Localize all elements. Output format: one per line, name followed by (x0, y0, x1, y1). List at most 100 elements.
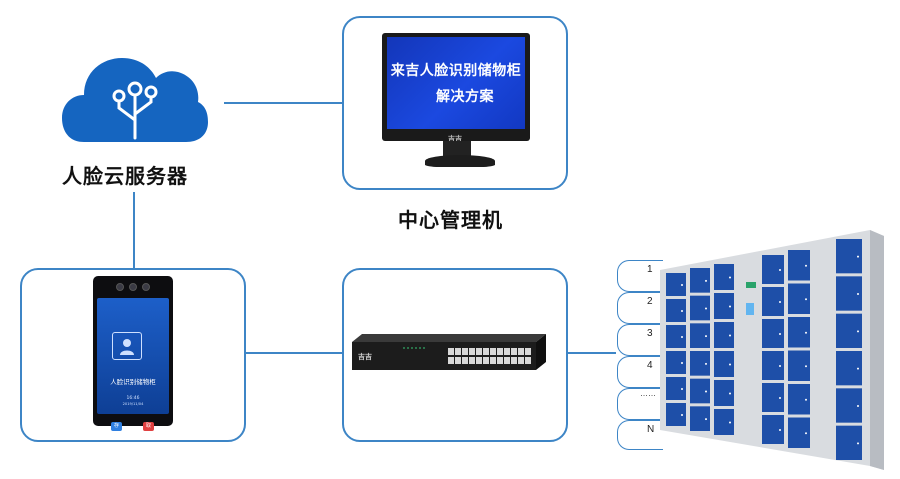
switch-port (462, 357, 468, 364)
cabinet-number: …… (640, 389, 656, 398)
locker-lock (779, 429, 781, 431)
locker-lock (705, 362, 707, 365)
locker-door (690, 268, 710, 293)
switch-port (525, 357, 531, 364)
locker-lock (857, 255, 859, 258)
monitor-title: 来吉人脸识别储物柜 (390, 63, 522, 79)
switch-port (490, 348, 496, 355)
locker-door (762, 415, 784, 444)
switch-port (497, 348, 503, 355)
monitor-brand: 吉吉 (448, 135, 462, 143)
locker-lock (729, 305, 731, 308)
locker-lock (681, 414, 683, 416)
locker-door (788, 384, 810, 415)
locker-lock (681, 388, 683, 390)
locker-lock (779, 333, 781, 335)
monitor-icon: 来吉人脸识别储物柜 解决方案 (382, 33, 530, 141)
cloud-server-icon (62, 58, 208, 142)
switch-port (504, 357, 510, 364)
cabinet-number: 1 (647, 264, 653, 275)
monitor-base (425, 155, 495, 167)
cabinet-number: 2 (647, 296, 653, 307)
locker-lock (705, 335, 707, 338)
line-cloud-to-terminal (133, 192, 135, 270)
switch-port (525, 348, 531, 355)
switch-port (490, 357, 496, 364)
user-avatar-icon (112, 332, 142, 360)
monitor-neck (443, 141, 471, 157)
number-cell (617, 388, 663, 420)
store-button[interactable]: 存 (111, 422, 122, 431)
locker-door (788, 417, 810, 448)
locker-door (762, 319, 784, 348)
locker-door (714, 264, 734, 290)
terminal-time: 16:46 (126, 396, 140, 401)
locker-lock (805, 365, 807, 368)
cloud-server-label: 人脸云服务器 (62, 164, 188, 188)
terminal-date: 2019/11/04 (122, 402, 144, 406)
locker-lock (705, 279, 707, 282)
terminal-title: 人脸识别储物柜 (110, 378, 156, 386)
locker-lock (729, 334, 731, 337)
switch-port (511, 357, 517, 364)
locker-lock (779, 365, 781, 367)
locker-door (666, 351, 686, 374)
locker-lock (857, 367, 859, 370)
switch-port (448, 348, 454, 355)
locker-door (788, 283, 810, 314)
number-cell (617, 324, 663, 356)
locker-lock (779, 397, 781, 399)
locker-lock (805, 398, 807, 401)
camera-icon (142, 283, 150, 291)
camera-icon (116, 283, 124, 291)
number-cell (617, 356, 663, 388)
locker-lock (681, 336, 683, 338)
locker-lock (857, 293, 859, 295)
locker-door (714, 293, 734, 319)
switch-port (511, 348, 517, 355)
locker-lock (779, 301, 781, 303)
locker-door (690, 351, 710, 376)
locker-door (666, 325, 686, 348)
switch-port (455, 348, 461, 355)
locker-door (714, 409, 734, 435)
locker-door (714, 322, 734, 348)
number-cell (617, 420, 663, 450)
locker-door (666, 299, 686, 322)
line-switch-to-cabinet (568, 352, 616, 354)
locker-door (690, 378, 710, 404)
locker-lock (857, 330, 859, 333)
locker-door (762, 255, 784, 284)
locker-lock (805, 298, 807, 301)
number-cell (617, 260, 663, 292)
camera-icon (129, 283, 137, 291)
locker-lock (805, 331, 807, 334)
network-switch-icon: 吉吉 (352, 334, 546, 370)
switch-port (469, 357, 475, 364)
locker-door (762, 383, 784, 412)
locker-door (690, 295, 710, 321)
locker-lock (705, 418, 707, 421)
locker-lock (805, 432, 807, 435)
locker-lock (681, 310, 683, 312)
center-pc-label: 中心管理机 (398, 208, 503, 232)
switch-port (476, 348, 482, 355)
cabinet-number: N (647, 424, 655, 435)
switch-port (504, 348, 510, 355)
locker-door (666, 273, 686, 296)
take-button[interactable]: 取 (143, 422, 154, 431)
locker-lock (857, 442, 859, 445)
locker-cabinet-icon (660, 230, 884, 470)
number-cell (617, 292, 663, 324)
switch-port (497, 357, 503, 364)
locker-door (666, 403, 686, 426)
switch-port (455, 357, 461, 364)
terminal-screen: 人脸识别储物柜 16:46 2019/11/04 存 取 (97, 298, 169, 431)
locker-lock (857, 405, 859, 407)
locker-lock (729, 363, 731, 366)
locker-lock (705, 307, 707, 310)
locker-door (762, 287, 784, 316)
face-terminal-icon: 人脸识别储物柜 16:46 2019/11/04 存 取 (93, 276, 173, 431)
switch-port (462, 348, 468, 355)
locker-lock (705, 390, 707, 393)
